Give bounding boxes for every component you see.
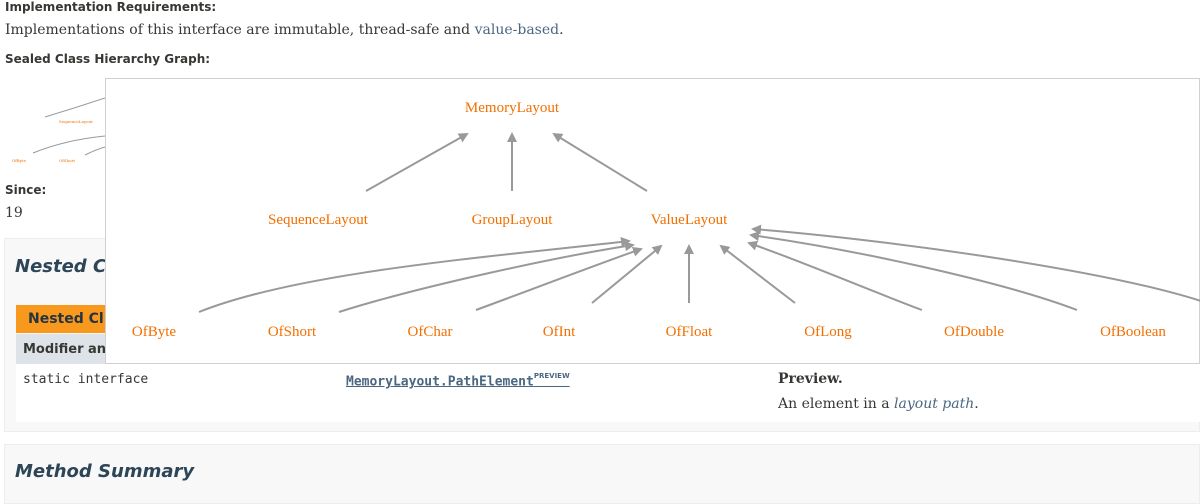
node-group-layout: GroupLayout [472, 212, 554, 228]
preview-label: Preview. [778, 371, 843, 387]
node-of-int: OfInt [543, 324, 576, 340]
value-based-link[interactable]: value-based [474, 22, 560, 38]
thumbnail-edges [32, 97, 106, 156]
impl-text-before: Implementations of this interface are im… [5, 22, 475, 38]
node-value-layout: ValueLayout [651, 212, 728, 228]
thumbnail-node-sequence: SequenceLayout [59, 119, 93, 124]
node-of-long: OfLong [804, 324, 852, 340]
hierarchy-graph-label: Sealed Class Hierarchy Graph: [5, 52, 211, 66]
node-of-char: OfChar [408, 324, 453, 340]
method-summary-title: Method Summary [15, 461, 195, 482]
impl-text-after: . [559, 22, 564, 38]
edge-offscreen-to-value [751, 224, 1200, 302]
graph-edges [198, 132, 1200, 313]
hierarchy-graph-svg: MemoryLayout SequenceLayout GroupLayout … [132, 100, 1200, 340]
hierarchy-graph-enlarged[interactable]: MemoryLayout SequenceLayout GroupLayout … [105, 78, 1200, 364]
node-memory-layout: MemoryLayout [465, 100, 560, 116]
node-of-float: OfFloat [666, 324, 713, 340]
implementation-requirements-label: Implementation Requirements: [5, 0, 217, 14]
class-name: MemoryLayout.PathElement [346, 374, 534, 390]
path-element-link[interactable]: MemoryLayout.PathElementPREVIEW [346, 372, 570, 390]
nested-class-summary-title: Nested C [15, 256, 107, 277]
edge-ofdouble-to-value [747, 240, 923, 311]
desc-before: An element in a [778, 396, 895, 412]
node-of-double: OfDouble [944, 324, 1004, 340]
since-label: Since: [5, 183, 47, 197]
node-of-boolean: OfBoolean [1100, 324, 1166, 340]
edge-ofchar-to-value [475, 246, 643, 311]
layout-path-link[interactable]: layout path [894, 396, 975, 412]
hierarchy-graph-thumbnail[interactable]: SequenceLayout OfByte OfShort [5, 72, 106, 172]
edge-ofboolean-to-value [749, 231, 1078, 311]
node-of-byte: OfByte [132, 324, 177, 340]
edge-ofint-to-value [591, 244, 663, 304]
preview-badge: PREVIEW [533, 372, 570, 380]
table-row: static interface MemoryLayout.PathElemen… [16, 364, 1200, 422]
edge-value-to-root [552, 132, 648, 192]
description-text: An element in a layout path. [778, 396, 979, 412]
thumbnail-node-of-short: OfShort [59, 158, 76, 163]
since-value: 19 [5, 205, 23, 221]
node-of-short: OfShort [268, 324, 317, 340]
implementation-requirements-text: Implementations of this interface are im… [5, 22, 564, 38]
modifier-cell: static interface [23, 372, 149, 387]
edge-oflong-to-value [719, 244, 796, 304]
edge-ofbyte-to-value [198, 236, 631, 313]
thumbnail-node-of-byte: OfByte [12, 158, 26, 163]
edge-ofshort-to-value [338, 241, 635, 313]
desc-after: . [974, 396, 979, 412]
node-sequence-layout: SequenceLayout [268, 212, 369, 228]
edge-sequence-to-root [365, 133, 469, 192]
